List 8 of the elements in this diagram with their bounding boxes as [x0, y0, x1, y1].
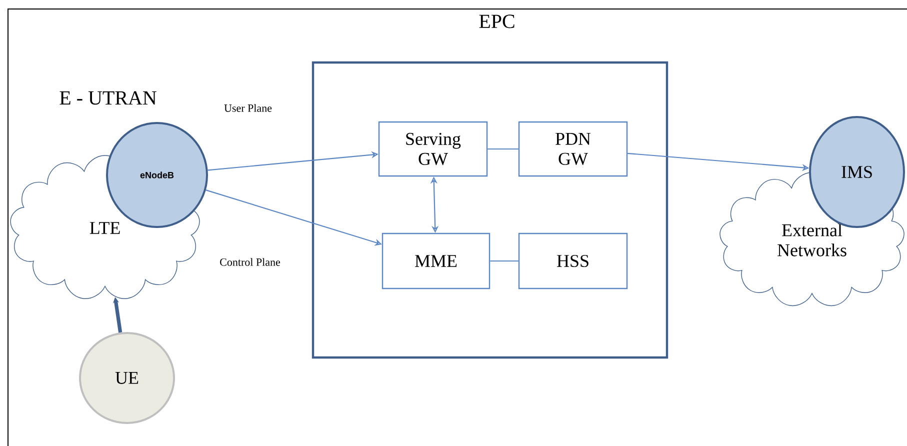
- process-box: HSS: [518, 232, 628, 290]
- node-label: EPC: [479, 14, 514, 28]
- process-box: Serving GW: [378, 121, 488, 177]
- group-label: E - UTRAN: [60, 91, 156, 105]
- process-box: PDN GW: [518, 121, 628, 177]
- edge-label: Control Plane: [218, 257, 282, 267]
- process-box: MME: [382, 232, 490, 290]
- edge-label: User Plane: [223, 103, 273, 113]
